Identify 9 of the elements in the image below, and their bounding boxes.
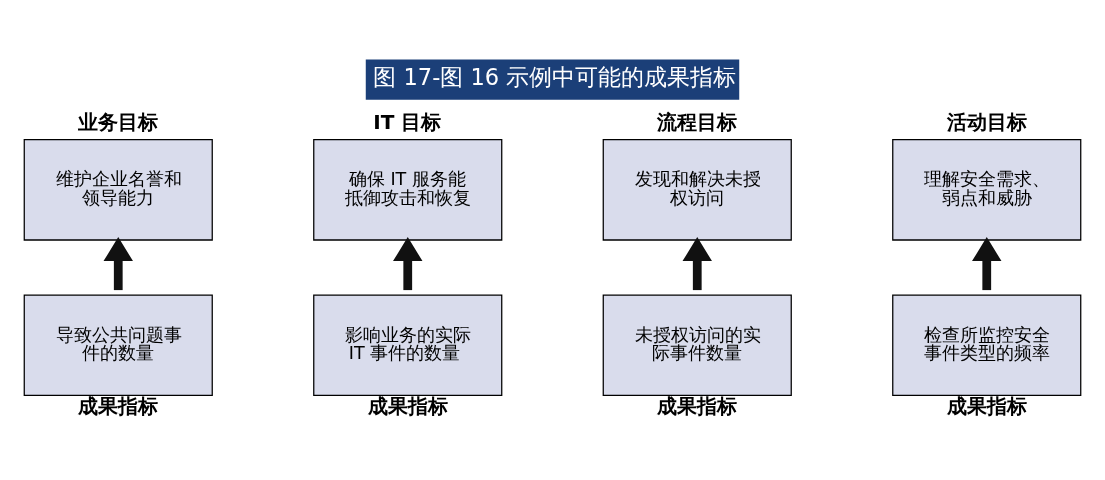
node-label: 业务目标 bbox=[78, 110, 159, 135]
arrow bbox=[972, 237, 1002, 291]
arrow bbox=[103, 237, 133, 291]
arrow bbox=[682, 237, 712, 291]
arrow bbox=[393, 237, 423, 291]
diagram-title: 图 17-图 16 示例中可能的成果指标 bbox=[373, 64, 737, 91]
node-label: 活动目标 bbox=[946, 110, 1027, 135]
node-label: IT 目标 bbox=[373, 110, 442, 135]
node-label: 流程目标 bbox=[657, 110, 738, 135]
